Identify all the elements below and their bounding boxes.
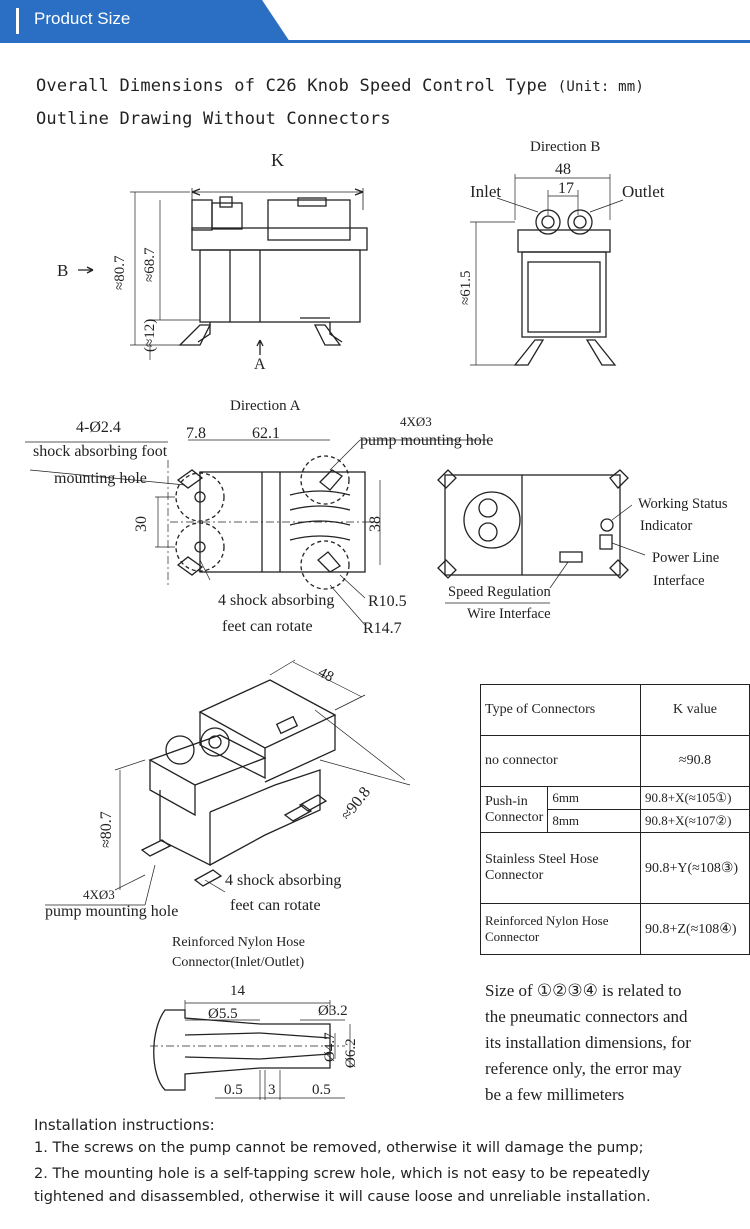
table-row: Push-in Connector 6mm 90.8+X(≈105①) [479, 786, 750, 833]
speed-regulation-label-2: Wire Interface [467, 606, 551, 622]
top-view-drawing [437, 469, 646, 604]
row-size-6mm: 6mm [547, 786, 641, 810]
width-30: 30 [133, 516, 150, 532]
working-status-label-2: Indicator [640, 518, 693, 534]
heading-line-1: Overall Dimensions of C26 Knob Speed Con… [36, 76, 644, 96]
rotating-feet-label-2: feet can rotate [222, 618, 313, 635]
power-line-label-2: Interface [653, 573, 705, 589]
direction-b-drawing [470, 174, 624, 366]
connector-length-14: 14 [230, 983, 245, 999]
table-row: Reinforced Nylon Hose Connector 90.8+Z(≈… [480, 903, 750, 955]
connector-gap-0-5-left: 0.5 [224, 1082, 243, 1098]
connector-gap-0-5-right: 0.5 [312, 1082, 331, 1098]
iso-pump-hole-count: 4XØ3 [83, 887, 115, 902]
foot-hole-count: 4-Ø2.4 [76, 419, 121, 436]
connector-gap-3: 3 [268, 1082, 276, 1098]
isometric-drawing [45, 659, 411, 906]
foot-hole-label-1: shock absorbing foot [33, 443, 168, 460]
k-value-table: Type of Connectors K value no connector … [479, 684, 750, 955]
size-note: Size of ①②③④ is related to the pneumatic… [485, 981, 691, 1104]
direction-b-title: Direction B [530, 139, 601, 155]
table-header-row: Type of Connectors K value [480, 684, 750, 736]
row-type: Stainless Steel Hose Connector [480, 832, 641, 904]
direction-a-drawing [25, 439, 488, 626]
iso-rotating-feet-label-2: feet can rotate [230, 897, 321, 914]
side-height-12: (≈12) [142, 318, 158, 352]
power-line-label-1: Power Line [652, 550, 720, 566]
row-value-6mm: 90.8+X(≈105①) [640, 786, 750, 810]
row-value: 90.8+Z(≈108④) [640, 903, 750, 955]
side-height-80-7: ≈80.7 [112, 255, 128, 290]
pump-hole-count: 4XØ3 [400, 414, 432, 429]
heading-line-2: Outline Drawing Without Connectors [36, 109, 391, 129]
installation-item-1: 1. The screws on the pump cannot be remo… [34, 1140, 644, 1156]
direction-a-arrow-label: A [254, 356, 266, 373]
k-value-header: K value [640, 684, 750, 736]
connector-title-1: Reinforced Nylon Hose [172, 935, 305, 950]
connector-drawing [150, 1000, 351, 1100]
connector-dia-6-2: Ø6.2 [343, 1038, 359, 1068]
header-underline [0, 40, 750, 43]
header-accent [16, 8, 19, 34]
iso-height-80-7: ≈80.7 [98, 811, 115, 848]
table-row: 8mm 90.8+X(≈107②) [481, 809, 750, 833]
connector-dia-5-5: Ø5.5 [208, 1006, 238, 1022]
table-row: no connector ≈90.8 [480, 735, 750, 787]
row-type: Push-in Connector [479, 786, 549, 833]
width-38: 38 [367, 516, 384, 532]
direction-a-title: Direction A [230, 398, 301, 414]
direction-b-width-48: 48 [555, 161, 571, 178]
section-title: Product Size [34, 9, 131, 28]
speed-regulation-label-1: Speed Regulation [448, 584, 551, 600]
connector-title-2: Connector(Inlet/Outlet) [172, 955, 305, 970]
offset-7-8: 7.8 [186, 425, 206, 442]
outlet-label: Outlet [622, 182, 665, 201]
header-tab [0, 0, 290, 42]
radius-10-5: R10.5 [368, 593, 407, 610]
iso-rotating-feet-label-1: 4 shock absorbing [225, 872, 342, 889]
connector-dia-3-2: Ø3.2 [318, 1003, 348, 1019]
pump-hole-label: pump mounting hole [360, 432, 494, 449]
connector-dia-4-7: Ø4.7 [322, 1032, 338, 1062]
working-status-label-1: Working Status [638, 496, 728, 512]
rotating-feet-label-1: 4 shock absorbing [218, 592, 335, 609]
foot-hole-label-2: mounting hole [54, 470, 147, 487]
heading-unit: (Unit: mm) [557, 79, 645, 95]
direction-b-arrow-label: B [57, 261, 69, 280]
type-header: Type of Connectors [480, 684, 641, 736]
row-size-8mm: 8mm [547, 809, 641, 833]
row-type: no connector [480, 735, 641, 787]
radius-14-7: R14.7 [363, 620, 402, 637]
row-type: Reinforced Nylon Hose Connector [480, 903, 641, 955]
section-header: Product Size [0, 0, 750, 43]
direction-b-spacing-17: 17 [558, 180, 574, 197]
length-62-1: 62.1 [252, 425, 280, 442]
k-dimension-label: K [271, 150, 284, 170]
inlet-label: Inlet [470, 182, 502, 201]
side-height-68-7: ≈68.7 [142, 247, 158, 282]
heading-title: Overall Dimensions of C26 Knob Speed Con… [36, 76, 548, 96]
table-row: Stainless Steel Hose Connector 90.8+Y(≈1… [480, 832, 750, 904]
direction-b-height-61-5: ≈61.5 [458, 270, 474, 305]
installation-title: Installation instructions: [34, 1116, 215, 1134]
row-value-8mm: 90.8+X(≈107②) [640, 809, 750, 833]
row-value: 90.8+Y(≈108③) [640, 832, 750, 904]
row-value: ≈90.8 [640, 735, 750, 787]
iso-pump-hole-label: pump mounting hole [45, 903, 179, 920]
side-view-drawing [78, 188, 368, 360]
installation-item-2: 2. The mounting hole is a self-tapping s… [34, 1166, 651, 1205]
